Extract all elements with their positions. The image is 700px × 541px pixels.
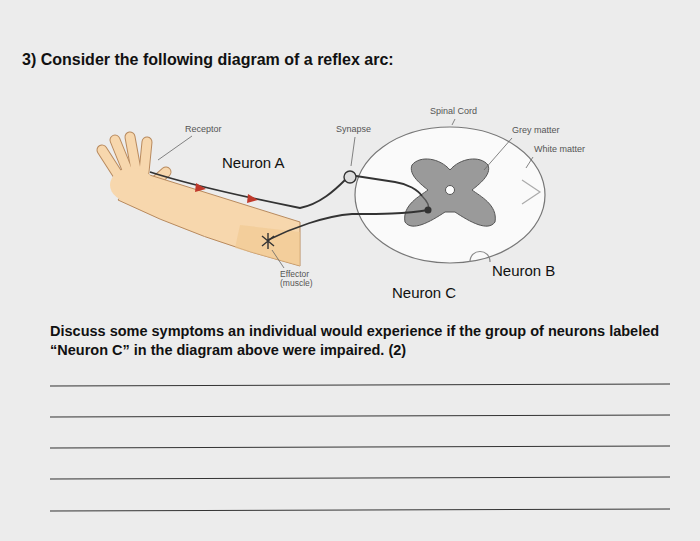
part-label: Synapse [336,124,371,135]
part-label: Effector (muscle) [280,270,324,289]
question-text: Discuss some symptoms an individual woul… [50,322,675,360]
neuron-label: Neuron C [392,284,456,302]
answer-lines [50,384,670,511]
leader-lines [158,119,533,268]
part-label: Grey matter [512,125,560,136]
spinal-cord [355,127,545,263]
part-label: Spinal Cord [430,106,477,117]
neurons [150,171,432,249]
part-label: White matter [534,144,585,155]
part-label: Receptor [185,124,222,135]
question-heading: 3) Consider the following diagram of a r… [22,50,394,69]
neuron-label: Neuron A [222,154,285,172]
neuron-label: Neuron B [492,262,555,280]
